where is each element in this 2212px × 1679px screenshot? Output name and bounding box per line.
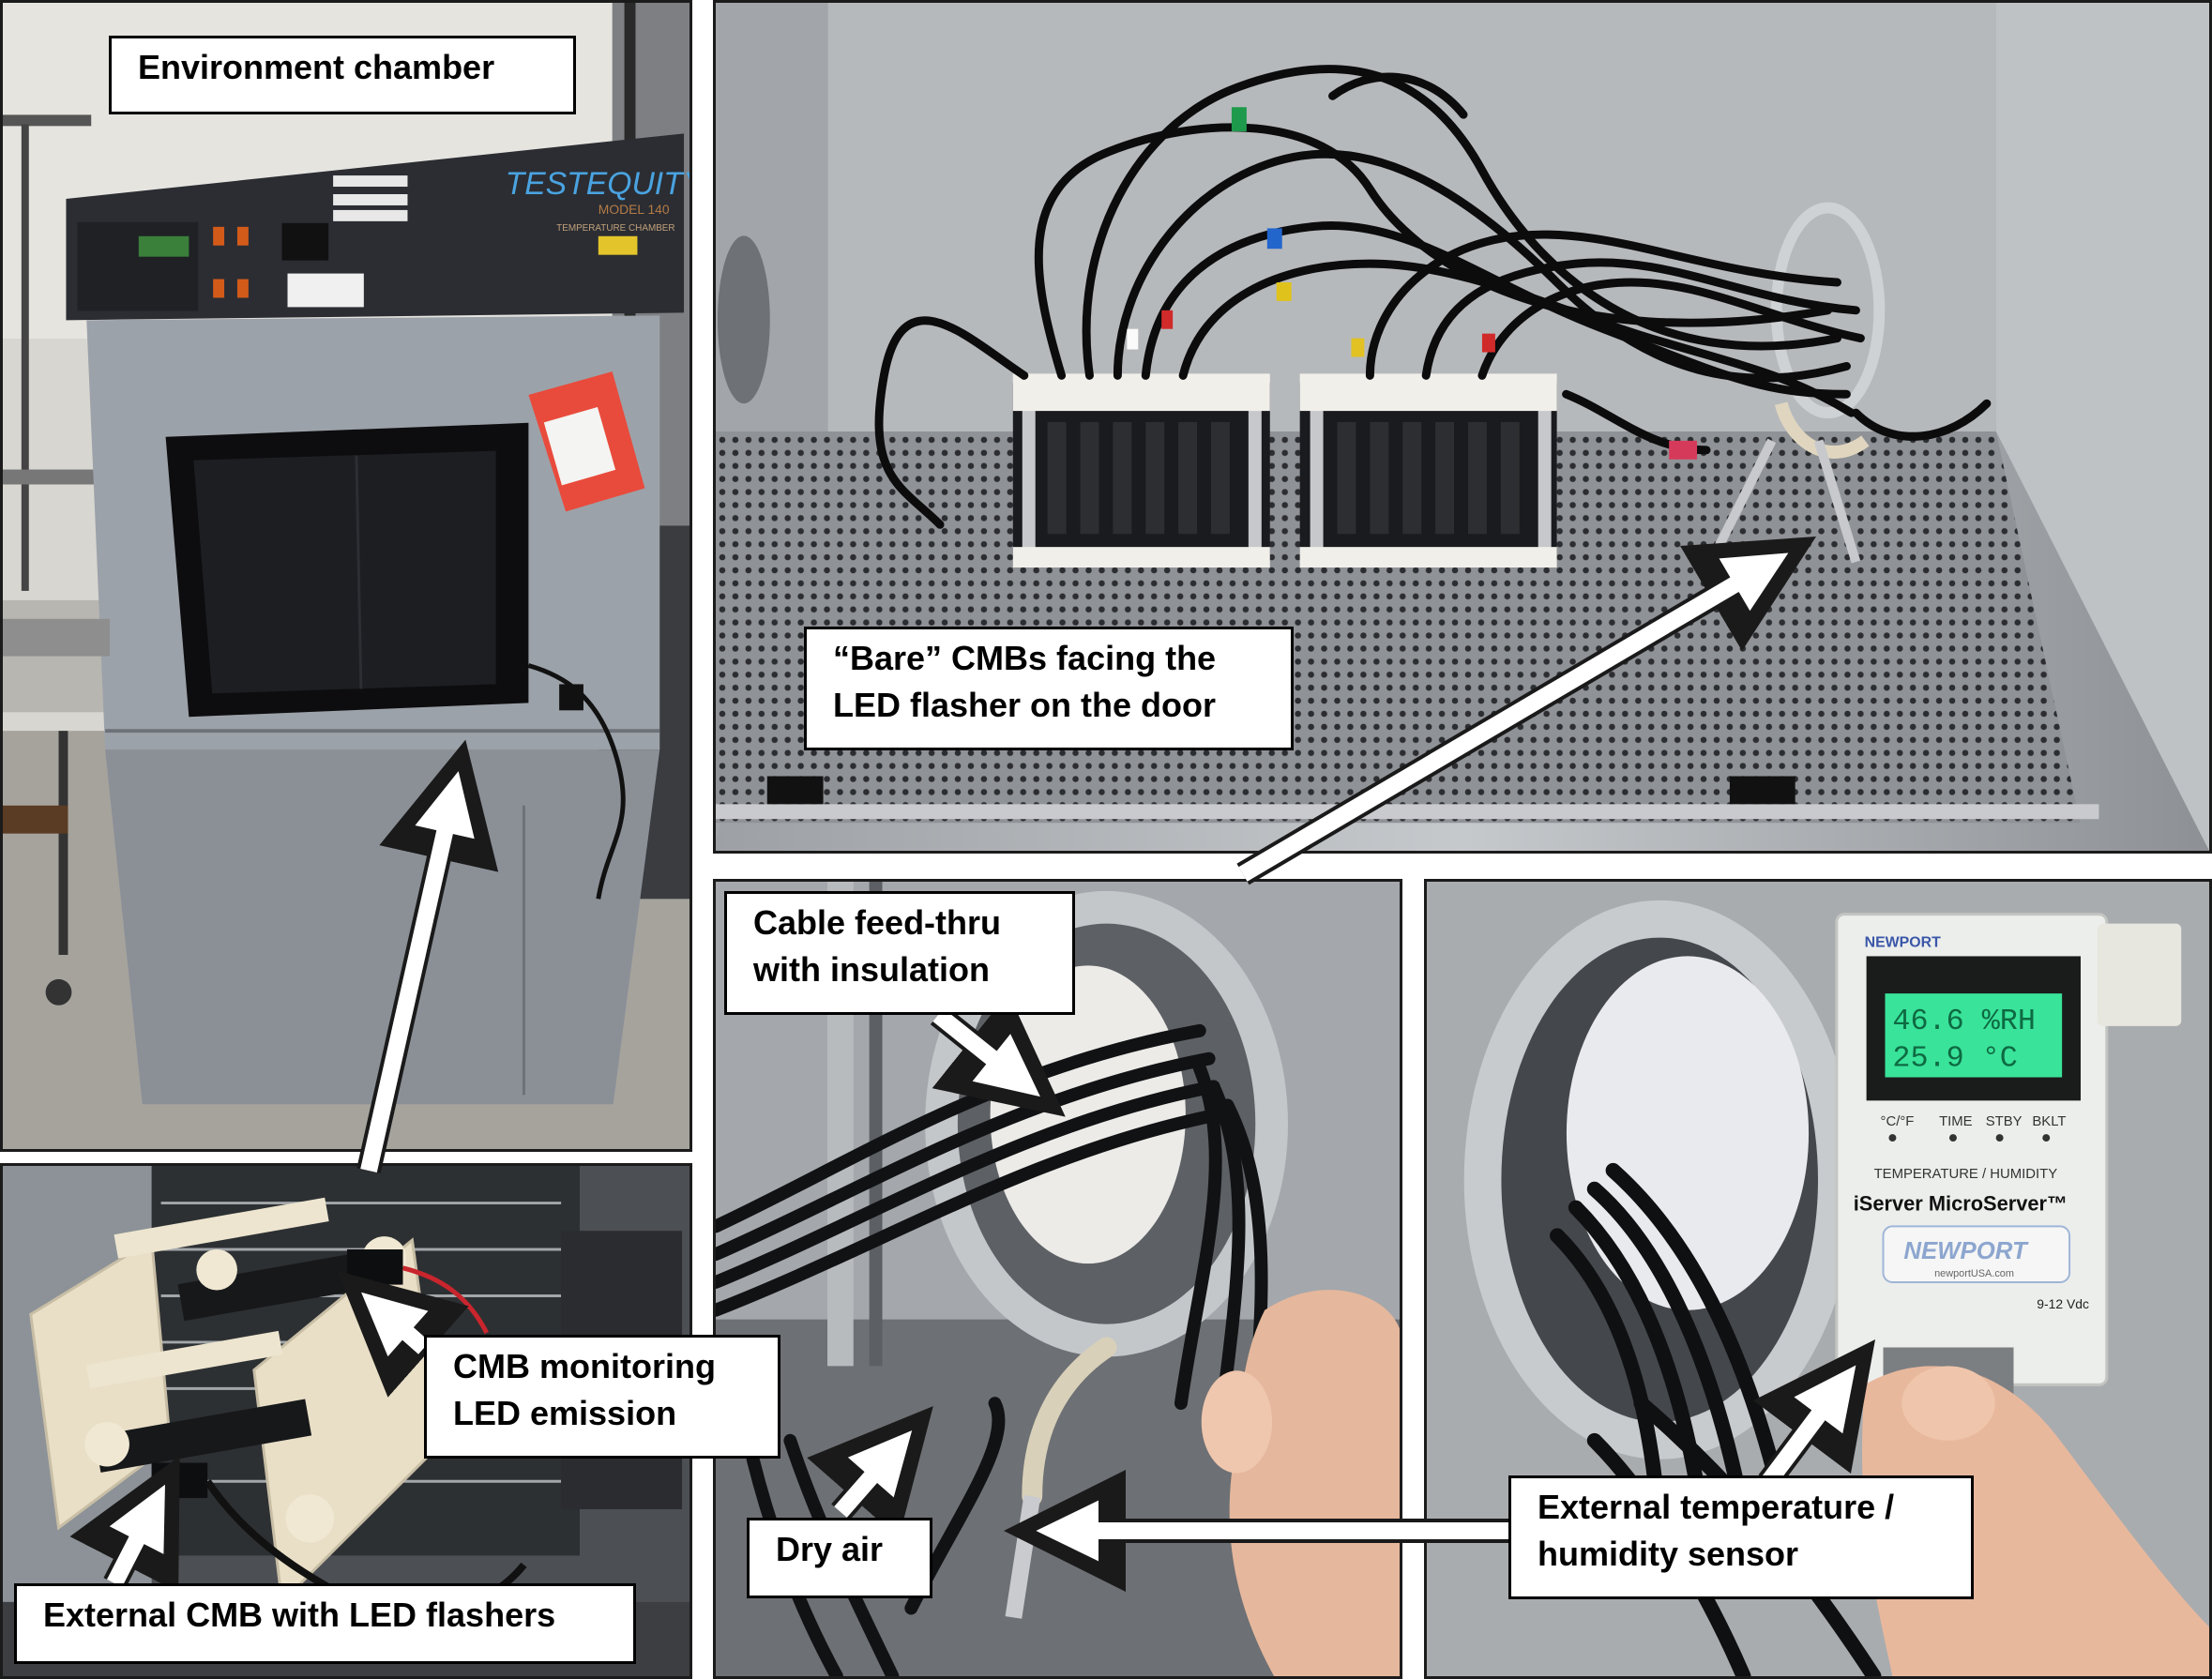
sensor-button-stby: STBY [1986, 1114, 2023, 1129]
label-cmb-monitoring: CMB monitoring LED emission [424, 1335, 780, 1459]
sensor-button-bklt: BKLT [2032, 1114, 2066, 1129]
model-label: MODEL 140 [598, 202, 670, 217]
chamber-photo: TESTEQUITY MODEL 140 TEMPERATURE CHAMBER [3, 3, 689, 1149]
sensor-url: newportUSA.com [1934, 1268, 2014, 1279]
label-bare-cmbs: “Bare” CMBs facing the LED flasher on th… [804, 627, 1294, 750]
sensor-power: 9-12 Vdc [2037, 1296, 2089, 1311]
sensor-caption: TEMPERATURE / HUMIDITY [1874, 1167, 2058, 1182]
label-cable-feedthru: Cable feed-thru with insulation [724, 891, 1075, 1015]
sensor-button-time: TIME [1939, 1114, 1973, 1129]
lcd-humidity: 46.6 %RH [1892, 1005, 2035, 1038]
photo-environment-chamber: TESTEQUITY MODEL 140 TEMPERATURE CHAMBER [0, 0, 692, 1152]
sensor-product: iServer MicroServer™ [1854, 1192, 2068, 1216]
label-external-cmb: External CMB with LED flashers [14, 1583, 636, 1664]
label-external-sensor: External temperature / humidity sensor [1508, 1475, 1974, 1599]
label-environment-chamber: Environment chamber [109, 36, 576, 114]
testequity-brand: TESTEQUITY [506, 166, 689, 202]
sensor-brand-text: NEWPORT [1865, 935, 1941, 951]
sensor-button-c-f: °C/°F [1881, 1114, 1915, 1129]
lcd-temperature: 25.9 °C [1892, 1042, 2017, 1076]
label-dry-air: Dry air [747, 1518, 932, 1598]
chamber-type-label: TEMPERATURE CHAMBER [556, 223, 674, 234]
sensor-logo: NEWPORT [1903, 1238, 2029, 1264]
